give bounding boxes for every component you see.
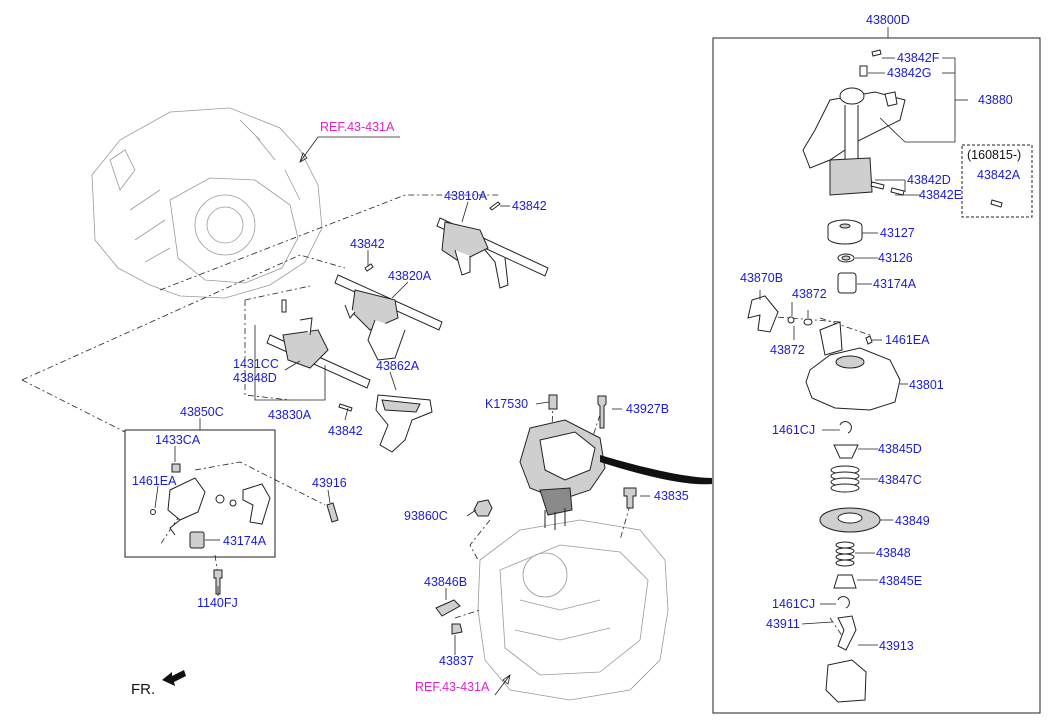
part-1461CJ-upper[interactable]: 1461CJ: [772, 423, 815, 437]
part-1433CA[interactable]: 1433CA: [155, 433, 201, 447]
front-label: FR.: [131, 681, 155, 698]
transmission-case-bottom: [477, 519, 669, 701]
part-43872-upper[interactable]: 43872: [792, 287, 827, 301]
small-pins: [281, 201, 501, 412]
part-43174A-right[interactable]: 43174A: [873, 277, 917, 291]
part-43842-upper[interactable]: 43842: [512, 199, 547, 213]
shift-fork-43810A: [436, 217, 549, 289]
leaders-left: [154, 201, 650, 655]
leaders-right: [759, 27, 968, 646]
part-1461EA-right[interactable]: 1461EA: [885, 333, 930, 347]
part-43842F[interactable]: 43842F: [897, 51, 940, 65]
part-43126[interactable]: 43126: [878, 251, 913, 265]
part-43800D[interactable]: 43800D: [866, 13, 910, 27]
part-43848D[interactable]: 43848D: [233, 371, 277, 385]
box-160815: [961, 144, 1033, 218]
part-1461EA-left[interactable]: 1461EA: [132, 474, 177, 488]
part-1140FJ[interactable]: 1140FJ: [197, 596, 238, 610]
part-43842-middle[interactable]: 43842: [350, 237, 385, 251]
part-43842A[interactable]: 43842A: [977, 168, 1021, 182]
labels: REF.43-431A REF.43-431A 43800D 43842F 43…: [131, 13, 1021, 698]
part-93860C[interactable]: 93860C: [404, 509, 448, 523]
part-43835[interactable]: 43835: [654, 489, 689, 503]
assembly-43850C-parts: [124, 429, 339, 595]
part-43842E[interactable]: 43842E: [919, 188, 962, 202]
part-43848[interactable]: 43848: [876, 546, 911, 560]
part-43913[interactable]: 43913: [879, 639, 914, 653]
part-43847C[interactable]: 43847C: [878, 473, 922, 487]
part-43850C[interactable]: 43850C: [180, 405, 224, 419]
part-43845E[interactable]: 43845E: [879, 574, 922, 588]
ref-label-top[interactable]: REF.43-431A: [320, 120, 395, 134]
front-direction-marker: [162, 670, 186, 686]
shift-control-assembly: [519, 394, 712, 530]
part-43862A[interactable]: 43862A: [376, 359, 420, 373]
part-43842-lower[interactable]: 43842: [328, 424, 363, 438]
part-43911[interactable]: 43911: [766, 617, 800, 631]
part-43849[interactable]: 43849: [895, 514, 930, 528]
part-43127[interactable]: 43127: [880, 226, 915, 240]
front-arrow-icon: [162, 670, 186, 686]
part-43872-lower[interactable]: 43872: [770, 343, 805, 357]
part-43820A[interactable]: 43820A: [388, 269, 432, 283]
part-K17530[interactable]: K17530: [485, 397, 528, 411]
shift-fork-43820A: [334, 274, 443, 361]
small-parts-center: [435, 487, 637, 635]
shift-fork-43862A: [375, 394, 433, 453]
part-43880[interactable]: 43880: [978, 93, 1013, 107]
part-43842G[interactable]: 43842G: [887, 66, 931, 80]
ref-label-bottom[interactable]: REF.43-431A: [415, 680, 490, 694]
part-43810A[interactable]: 43810A: [444, 189, 488, 203]
assembly-lines: [21, 194, 871, 641]
date-note-160815: (160815-): [967, 148, 1021, 162]
shift-fork-43830A: [266, 317, 371, 389]
right-assembly-parts: [747, 49, 1003, 703]
part-43845D[interactable]: 43845D: [878, 442, 922, 456]
part-43842D[interactable]: 43842D: [907, 173, 951, 187]
part-43837[interactable]: 43837: [439, 654, 474, 668]
part-43174A-left[interactable]: 43174A: [223, 534, 267, 548]
part-43927B[interactable]: 43927B: [626, 402, 669, 416]
part-43830A[interactable]: 43830A: [268, 408, 312, 422]
part-1431CC[interactable]: 1431CC: [233, 357, 279, 371]
part-1461CJ-lower[interactable]: 1461CJ: [772, 597, 815, 611]
ref-leaders: [299, 136, 511, 696]
part-43846B[interactable]: 43846B: [424, 575, 467, 589]
part-43801[interactable]: 43801: [909, 378, 944, 392]
part-43870B[interactable]: 43870B: [740, 271, 783, 285]
box-43800D: [712, 37, 1041, 714]
part-43916[interactable]: 43916: [312, 476, 347, 490]
transmission-case-left: [91, 107, 323, 299]
